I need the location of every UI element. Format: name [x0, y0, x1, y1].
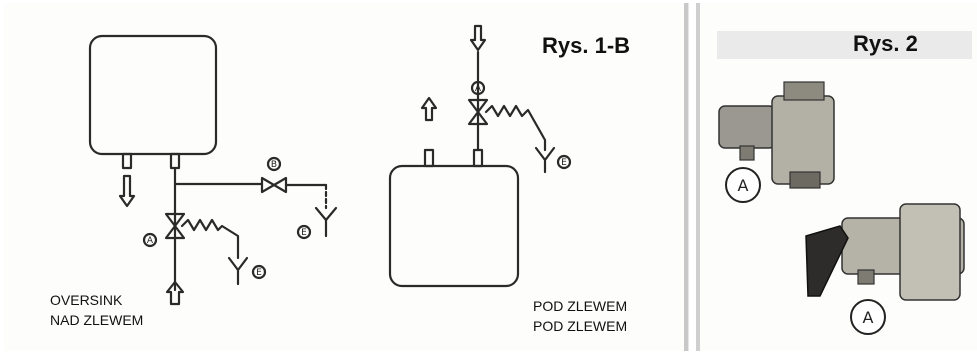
figure-2-title: Rys. 2 [853, 31, 918, 56]
undersink-diagram: E A [388, 24, 572, 288]
valve-a-under-spring [484, 104, 547, 152]
inlet-down-arrow-icon [469, 24, 487, 52]
label-e-circle [251, 264, 267, 280]
water-heater-tank [88, 34, 218, 156]
caption-oversink: OVERSINK NAD ZLEWEM [50, 290, 143, 330]
shutoff-valve-b [260, 176, 288, 194]
safety-valve-a [164, 212, 186, 240]
label-e2-circle [296, 224, 312, 240]
valve-a-under-drain-icon [534, 146, 556, 174]
caption-undersink-line1: POD ZLEWEM [533, 298, 628, 314]
hot-water-arrow-icon [118, 174, 136, 208]
water-heater-tank-under [388, 164, 520, 288]
valve-a-spring [180, 218, 240, 260]
label-b-circle [266, 156, 282, 172]
figure-1b-title: Rys. 1-B [542, 33, 631, 58]
label-a-circle [142, 232, 158, 248]
label-e: E [256, 268, 262, 278]
outlet-stub [423, 148, 435, 168]
inlet-stub [472, 148, 484, 168]
label-a2-circle [470, 80, 486, 96]
label-e3-circle [556, 154, 572, 170]
figure-2-title-bar [717, 31, 972, 59]
valve-a-drain-icon [227, 256, 249, 286]
label-e3: E [561, 158, 567, 168]
caption-undersink-line2: POD ZLEWEM [533, 318, 628, 334]
outlet-up-arrow-icon [420, 96, 438, 122]
part-a-label-2: A [863, 308, 874, 327]
part-a-label-1: A [738, 176, 749, 195]
caption-undersink: POD ZLEWEM POD ZLEWEM [533, 296, 627, 336]
valve-photo-top [718, 81, 835, 203]
caption-oversink-line1: OVERSINK [50, 292, 123, 308]
figure-1b-panel [4, 3, 688, 351]
oversink-diagram: A E B E [88, 34, 338, 306]
cold-water-arrow-icon [165, 280, 185, 306]
valve-photo-bottom [805, 203, 965, 335]
valve-b-drain-icon [314, 206, 338, 238]
safety-valve-a-under [467, 98, 489, 126]
label-a2: A [475, 84, 482, 94]
caption-oversink-line2: NAD ZLEWEM [50, 312, 144, 328]
cold-inlet-stub [169, 152, 181, 170]
label-e2: E [301, 228, 307, 238]
label-b: B [271, 160, 277, 170]
hot-outlet-stub [121, 152, 133, 170]
label-a: A [147, 236, 154, 246]
